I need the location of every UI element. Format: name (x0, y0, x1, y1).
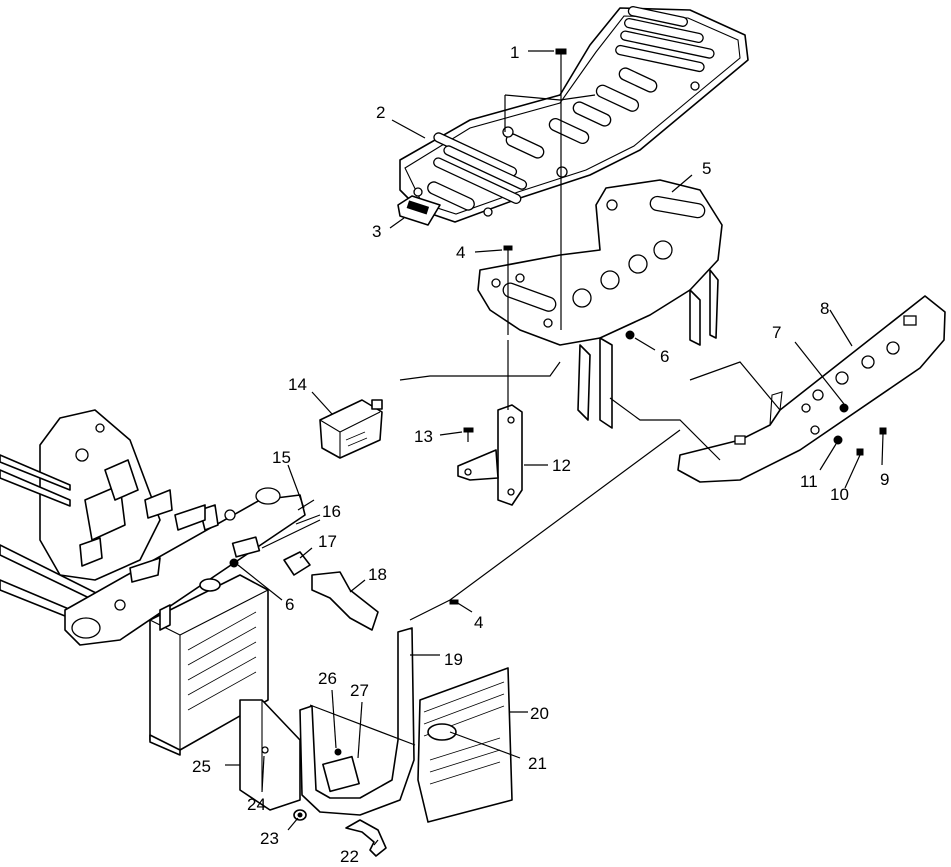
rack-support-frame (477, 179, 723, 429)
front-rack (399, 6, 749, 223)
callout-10: 10 (830, 485, 849, 504)
callout-15: 15 (272, 448, 291, 467)
callout-11: 11 (800, 472, 818, 491)
callout-24: 24 (247, 795, 266, 814)
callout-22: 22 (340, 847, 359, 866)
callout-7: 7 (772, 323, 781, 342)
callout-4: 4 (456, 243, 465, 262)
callout-23: 23 (260, 829, 279, 848)
callout-26: 26 (318, 669, 337, 688)
bumper-hardware (833, 403, 887, 456)
side-panel (239, 699, 301, 811)
callout-17: 17 (318, 532, 337, 551)
radiator (149, 574, 269, 756)
vehicle-frame (0, 409, 306, 646)
rack-bracket-plate (397, 195, 441, 226)
callout-4-lower: 4 (474, 613, 483, 632)
callout-6: 6 (660, 347, 669, 366)
small-hardware (229, 499, 315, 576)
callout-16: 16 (322, 502, 341, 521)
callout-6-lower: 6 (285, 595, 294, 614)
assembly-lines (399, 66, 781, 621)
callout-5: 5 (702, 159, 711, 178)
screw-icon (555, 48, 567, 66)
light-housing (319, 399, 383, 459)
step-bracket (299, 627, 415, 816)
front-bumper (677, 295, 946, 483)
callout-14: 14 (288, 375, 307, 394)
callout-27: 27 (350, 681, 369, 700)
washer-icon (293, 809, 307, 821)
callout-2: 2 (376, 103, 385, 122)
callout-19: 19 (444, 650, 463, 669)
callout-12: 12 (552, 456, 571, 475)
callout-21: 21 (528, 754, 547, 773)
fastener-icons (449, 245, 635, 605)
clip-icon (345, 819, 387, 857)
callout-3: 3 (372, 222, 381, 241)
leader-lines (225, 50, 884, 846)
callout-13: 13 (414, 427, 433, 446)
callout-1: 1 (510, 43, 519, 62)
screw-icon (463, 427, 474, 442)
mount-bracket (457, 404, 523, 506)
strap-bracket (311, 571, 379, 631)
callout-labels: 1 2 3 4 4 5 6 6 7 8 9 10 11 12 13 14 15 … (192, 43, 889, 866)
callout-8: 8 (820, 299, 829, 318)
callout-20: 20 (530, 704, 549, 723)
callout-18: 18 (368, 565, 387, 584)
mud-flap (417, 667, 513, 823)
callout-9: 9 (880, 470, 889, 489)
callout-25: 25 (192, 757, 211, 776)
